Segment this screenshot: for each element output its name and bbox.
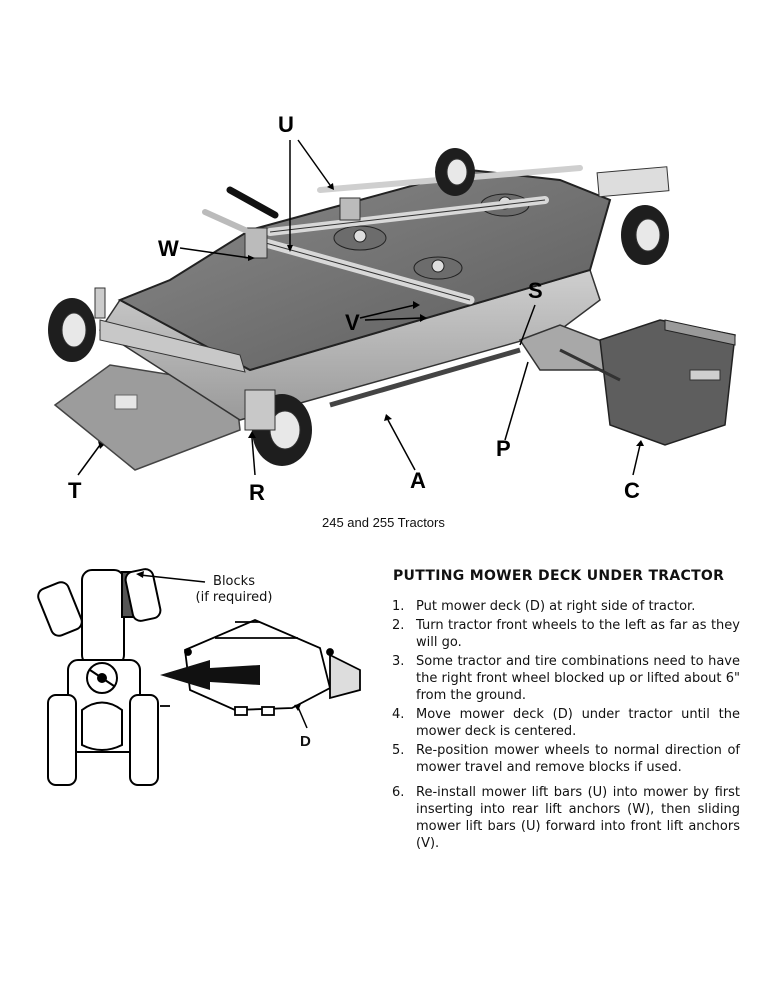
- callout-leaders: [77, 139, 641, 476]
- callout-c: C: [624, 478, 640, 503]
- step-item: 2.Turn tractor front wheels to the left …: [392, 618, 740, 650]
- wheel-rear-right: [435, 148, 475, 196]
- callout-v: V: [345, 310, 360, 335]
- callout-r: R: [249, 480, 265, 505]
- wheel-rear-left: [48, 298, 96, 362]
- step-item: 1.Put mower deck (D) at right side of tr…: [392, 599, 696, 614]
- deck-label-d: D: [300, 733, 311, 750]
- tractor-top-view-diagram: [37, 568, 361, 786]
- section-title: PUTTING MOWER DECK UNDER TRACTOR: [393, 568, 725, 584]
- callout-t: T: [68, 478, 82, 503]
- blocks-label-line2: (if required): [195, 590, 273, 605]
- mower-deck-illustration: [48, 139, 736, 476]
- callout-s: S: [528, 278, 543, 303]
- step-item: 4.Move mower deck (D) under tractor unti…: [392, 707, 740, 739]
- callout-w: W: [158, 236, 179, 261]
- figure-caption: 245 and 255 Tractors: [322, 515, 445, 530]
- front-hitch-bracket: [599, 319, 736, 446]
- step-item: 6.Re-install mower lift bars (U) into mo…: [392, 785, 740, 851]
- wheel-front-right: [621, 205, 669, 265]
- callout-p: P: [496, 436, 511, 461]
- callout-u: U: [278, 112, 294, 137]
- step-item: 5.Re-position mower wheels to normal dir…: [392, 743, 740, 775]
- blocks-label: Blocks (if required): [186, 574, 282, 606]
- blocks-label-line1: Blocks: [213, 574, 255, 589]
- steps-list: 1.Put mower deck (D) at right side of tr…: [392, 598, 740, 854]
- callout-a: A: [410, 468, 426, 493]
- step-item: 3.Some tractor and tire combinations nee…: [392, 654, 740, 703]
